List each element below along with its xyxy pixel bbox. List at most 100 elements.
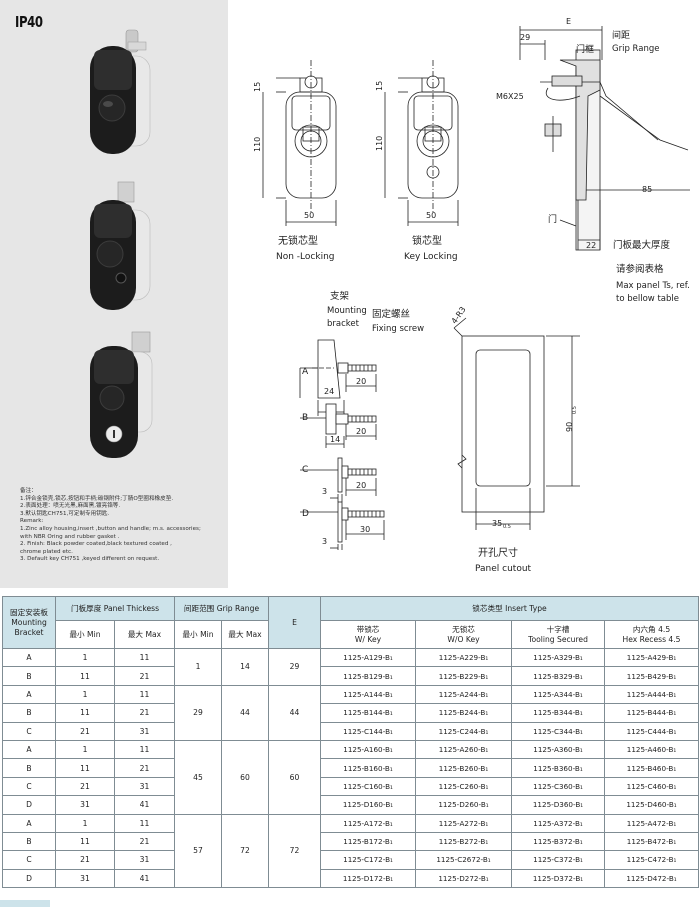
cell-part-wo-key: 1125-C260-B₁ <box>415 776 513 797</box>
cell-part-wo-key: 1125-A260-B₁ <box>415 739 513 760</box>
cell-part-wo-key: 1125-B229-B₁ <box>415 666 513 686</box>
cell-bracket: A <box>2 647 56 668</box>
cell-panel-max: 31 <box>113 721 176 741</box>
cell-part-hex: 1125-C444-B₁ <box>604 721 700 741</box>
cell-part-wo-key: 1125-C244-B₁ <box>415 721 513 741</box>
cell-part-w-key: 1125-D172-B₁ <box>320 868 417 889</box>
cell-bracket: C <box>2 721 56 741</box>
dim-3-d: 3 <box>322 537 327 546</box>
cell-panel-min: 31 <box>55 795 115 815</box>
dim-30: 30 <box>360 525 370 534</box>
dim-35-tolerance: 0.5 <box>503 524 511 530</box>
cell-part-w-key: 1125-B129-B₁ <box>320 666 417 686</box>
cell-part-hex: 1125-A444-B₁ <box>604 684 700 705</box>
dim-14: 14 <box>330 435 340 444</box>
cell-part-wo-key: 1125-A229-B₁ <box>415 647 513 668</box>
cell-part-w-key: 1125-B144-B₁ <box>320 703 417 723</box>
cell-grip-max: 72 <box>221 813 270 889</box>
product-photo-chrome-key <box>90 331 153 458</box>
label-ref-en-2: to bellow table <box>616 294 679 304</box>
dim-35: 35 <box>492 519 502 528</box>
cell-bracket: C <box>2 850 56 870</box>
cell-panel-min: 1 <box>55 647 115 668</box>
cell-panel-min: 1 <box>55 813 115 833</box>
cell-bracket: B <box>2 666 56 686</box>
cell-part-w-key: 1125-A144-B₁ <box>320 684 417 705</box>
label-key-locking-cn: 锁芯型 <box>412 234 442 247</box>
cell-panel-max: 11 <box>113 647 176 668</box>
cell-part-tooling: 1125-D372-B₁ <box>511 868 606 889</box>
cell-part-w-key: 1125-B160-B₁ <box>320 758 417 778</box>
label-bracket-b: B <box>302 413 308 423</box>
dim-m6x25: M6X25 <box>496 92 524 101</box>
cell-panel-min: 21 <box>55 776 115 797</box>
dim-20-a: 20 <box>356 377 366 386</box>
label-ref-en-1: Max panel Ts, ref. <box>616 281 690 291</box>
cell-e: 72 <box>268 813 322 889</box>
cell-part-tooling: 1125-C344-B₁ <box>511 721 606 741</box>
cell-grip-min: 29 <box>174 684 223 741</box>
dim-24: 24 <box>324 387 334 396</box>
cell-bracket: A <box>2 684 56 705</box>
cell-bracket: C <box>2 776 56 797</box>
cell-grip-min: 45 <box>174 739 223 815</box>
cell-part-tooling: 1125-C372-B₁ <box>511 850 606 870</box>
product-photo-key-locking <box>90 181 151 310</box>
label-non-locking-en: Non -Locking <box>276 252 335 262</box>
cell-part-wo-key: 1125-B244-B₁ <box>415 703 513 723</box>
cell-panel-max: 21 <box>113 831 176 852</box>
cell-part-tooling: 1125-A360-B₁ <box>511 739 606 760</box>
dim-110-keylocking: 110 <box>375 136 384 151</box>
cell-bracket: D <box>2 795 56 815</box>
cell-part-hex: 1125-C460-B₁ <box>604 776 700 797</box>
dim-20-b: 20 <box>356 427 366 436</box>
label-key-locking-en: Key Locking <box>404 252 458 262</box>
dim-22: 22 <box>586 241 596 250</box>
cell-part-hex: 1125-A460-B₁ <box>604 739 700 760</box>
label-screw-en: Fixing screw <box>372 324 424 334</box>
cell-part-wo-key: 1125-B260-B₁ <box>415 758 513 778</box>
dim-15-nonlocking: 15 <box>253 82 262 92</box>
ip-rating-badge: IP40 <box>15 13 43 31</box>
cell-panel-max: 11 <box>113 739 176 760</box>
cell-panel-max: 31 <box>113 850 176 870</box>
cell-e: 44 <box>268 684 322 741</box>
cell-panel-min: 11 <box>55 758 115 778</box>
dim-29: 29 <box>520 33 530 42</box>
label-non-locking-cn: 无锁芯型 <box>278 234 318 247</box>
label-frame-cn: 门框 <box>576 43 594 55</box>
footer-accent-bar <box>0 900 50 907</box>
cell-part-hex: 1125-A472-B₁ <box>604 813 700 833</box>
label-bracket-en-1: Mounting <box>327 306 367 316</box>
header-e: E <box>268 596 322 649</box>
cell-grip-max: 60 <box>221 739 270 815</box>
cell-bracket: B <box>2 703 56 723</box>
cell-panel-max: 21 <box>113 758 176 778</box>
sub-grip-max: 最大 Max <box>221 620 270 649</box>
label-max-thickness-cn: 门板最大厚度 <box>613 239 671 251</box>
cell-part-wo-key: 1125-D260-B₁ <box>415 795 513 815</box>
cell-part-tooling: 1125-B360-B₁ <box>511 758 606 778</box>
label-grip-en: Grip Range <box>612 44 659 54</box>
cell-grip-max: 14 <box>221 648 270 686</box>
cell-bracket: A <box>2 813 56 833</box>
label-screw-cn: 固定螺丝 <box>372 308 410 320</box>
label-bracket-cn: 支架 <box>330 290 350 302</box>
label-bracket-en-2: bracket <box>327 319 360 329</box>
cell-part-w-key: 1125-A172-B₁ <box>320 813 417 833</box>
dim-4-r3: 4-R3 <box>450 305 468 325</box>
label-cutout-en: Panel cutout <box>475 564 532 574</box>
cell-part-wo-key: 1125-A272-B₁ <box>415 813 513 833</box>
cell-bracket: B <box>2 758 56 778</box>
label-ref-cn: 请参阅表格 <box>616 263 664 275</box>
